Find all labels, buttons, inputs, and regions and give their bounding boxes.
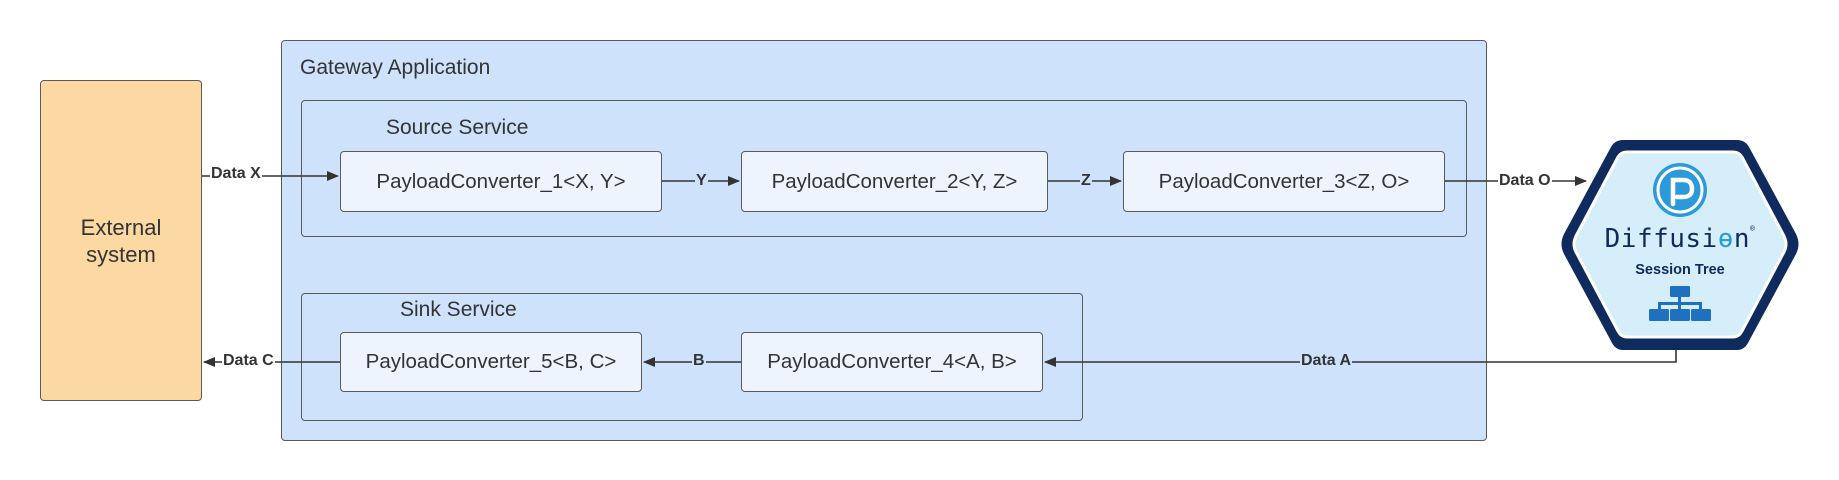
label-data-x: Data X <box>210 165 262 183</box>
label-data-c: Data C <box>222 352 275 370</box>
session-tree-label: Session Tree <box>1635 262 1725 278</box>
label-y: Y <box>695 172 708 190</box>
sink-service-title: Sink Service <box>400 298 517 321</box>
diffusion-brand-o-icon: ɵ <box>1717 224 1734 254</box>
label-b: B <box>692 352 706 370</box>
external-system-node: External system <box>40 80 202 401</box>
source-service-title: Source Service <box>386 116 529 139</box>
label-data-o: Data O <box>1498 172 1552 190</box>
label-z: Z <box>1080 172 1092 190</box>
payload-converter-2: PayloadConverter_2<Y, Z> <box>741 151 1048 212</box>
session-tree-icon <box>1649 286 1711 321</box>
edge-data-a <box>1044 346 1677 367</box>
diffusion-brand: Diffusiɵn® <box>1604 224 1756 254</box>
payload-converter-3: PayloadConverter_3<Z, O> <box>1123 151 1445 212</box>
diffusion-logo-icon <box>1653 163 1707 217</box>
diffusion-session-tree-node <box>1561 140 1799 350</box>
payload-converter-4: PayloadConverter_4<A, B> <box>741 332 1043 392</box>
gateway-application-title: Gateway Application <box>300 56 491 79</box>
label-data-a: Data A <box>1300 352 1353 370</box>
payload-converter-5: PayloadConverter_5<B, C> <box>340 332 642 392</box>
payload-converter-1: PayloadConverter_1<X, Y> <box>340 151 662 212</box>
